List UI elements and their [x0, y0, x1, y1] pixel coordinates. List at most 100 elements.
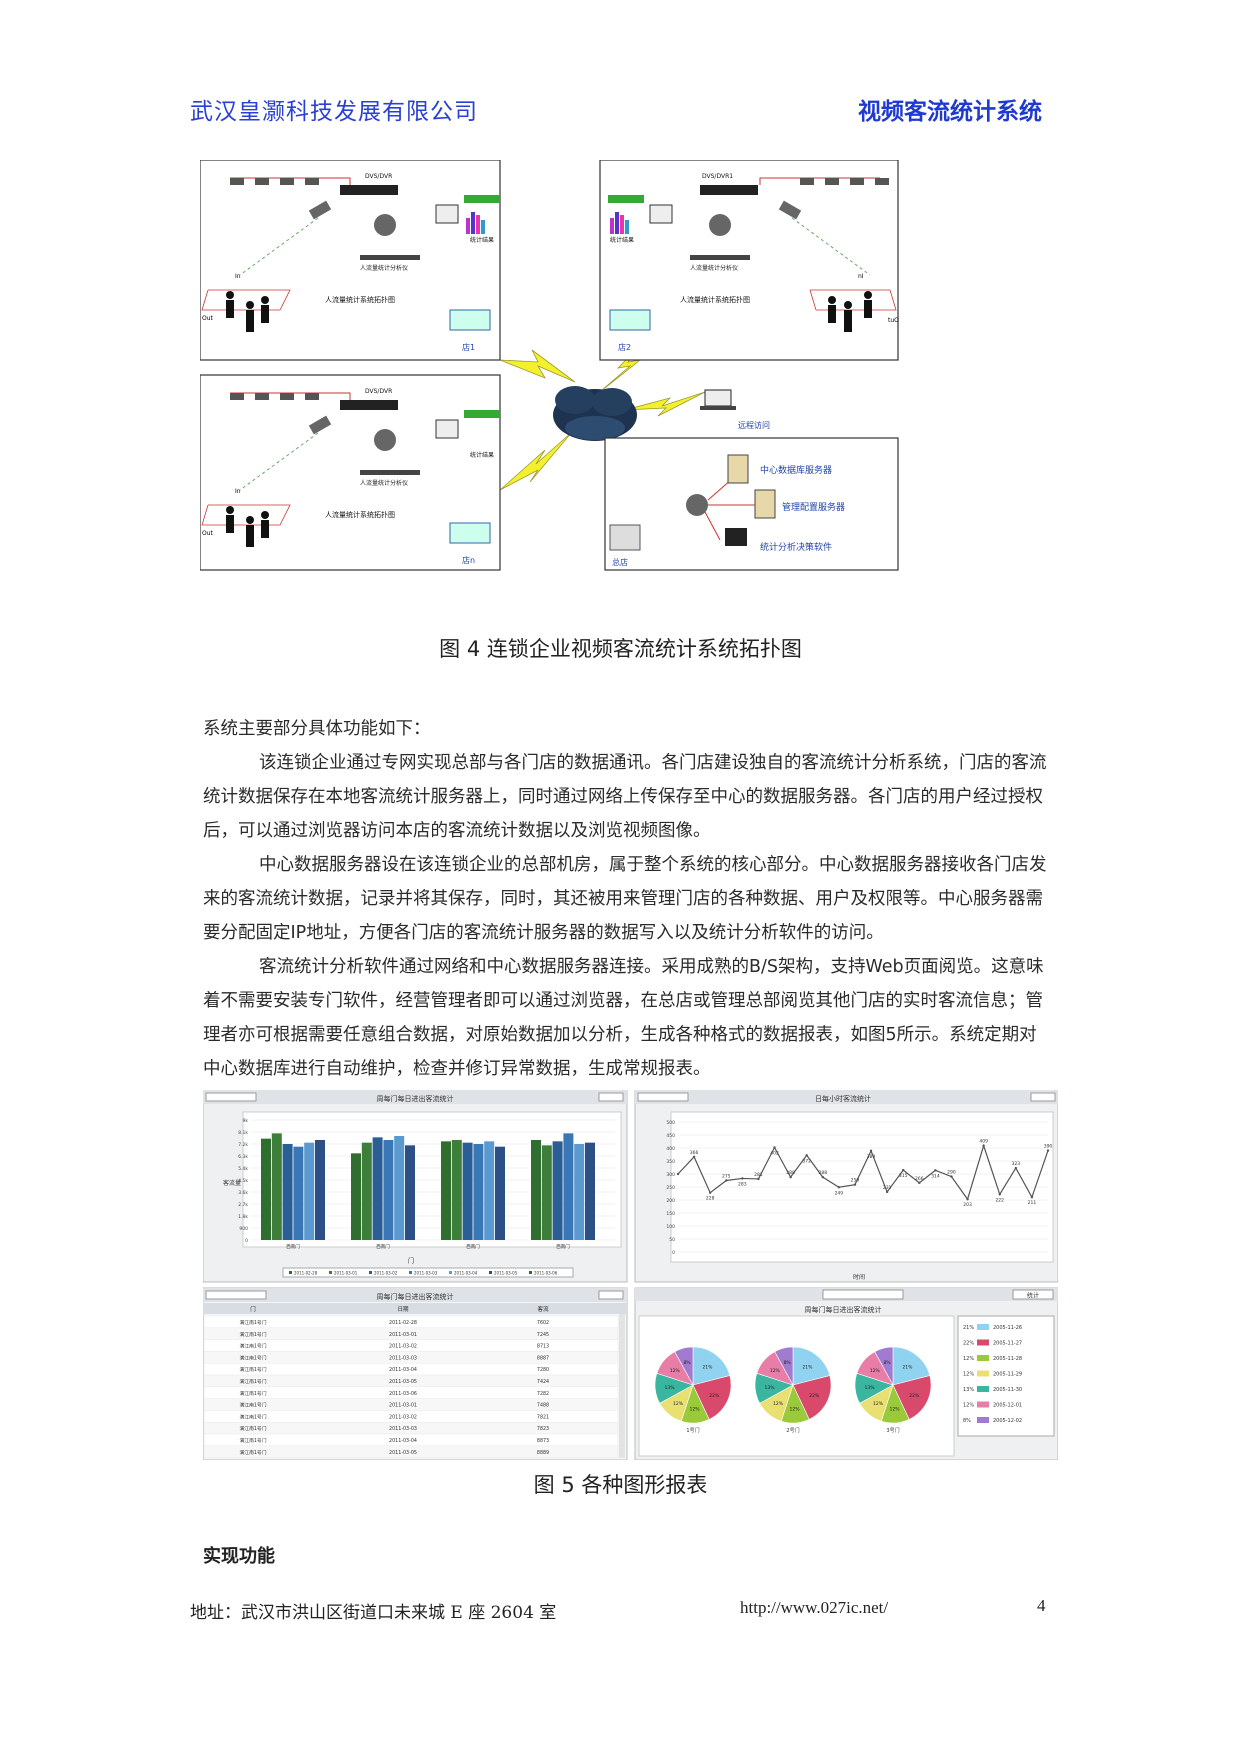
- line-point: [853, 1183, 857, 1186]
- pie-slice-label: 12%: [789, 1407, 800, 1413]
- line-point: [773, 1146, 776, 1149]
- topology-diagram: DVS/DVR 人流量统计分析仪 统计结果 In Out 人流量统计系统拓扑图 …: [200, 160, 899, 571]
- table-cell: 满江南1号门: [239, 1354, 266, 1361]
- bar-report-panel: 周每门每日进出客流统计 客流量 门 9k8.1k7.2k6.3k5.4k4.5k…: [203, 1090, 628, 1283]
- legend-swatch: [449, 1271, 452, 1274]
- svg-text:人流量统计系统拓扑图: 人流量统计系统拓扑图: [325, 295, 395, 304]
- pie-slice-label: 21%: [902, 1364, 913, 1370]
- table-header: 日期: [397, 1306, 409, 1313]
- table-cell: 7602: [537, 1320, 549, 1326]
- pie-legend-date: 2005-11-28: [993, 1356, 1022, 1362]
- line-report-title: 日每小时客流统计: [815, 1094, 871, 1103]
- company-name: 武汉皇灏科技发展有限公司: [190, 99, 478, 125]
- table-cell: 满江南1号门: [239, 1425, 266, 1432]
- line-point: [1030, 1195, 1034, 1199]
- svg-text:DVS/DVR1: DVS/DVR1: [702, 173, 733, 180]
- pie-name: 1号门: [686, 1427, 699, 1434]
- line-point: [789, 1175, 792, 1179]
- bar-report-ylabel: 客流量: [223, 1179, 241, 1187]
- line-data-label: 314: [931, 1173, 940, 1179]
- table-report-options: [598, 1290, 624, 1300]
- line-ytick: 50: [669, 1237, 675, 1243]
- bar: [293, 1146, 304, 1240]
- pie-report-title: 周每门每日进出客流统计: [805, 1305, 882, 1314]
- line-series: [677, 1143, 1049, 1201]
- svg-text:店n: 店n: [462, 555, 475, 565]
- product-name: 视频客流统计系统: [858, 99, 1042, 125]
- line-data-label: 323: [1012, 1161, 1021, 1167]
- bar: [552, 1141, 563, 1240]
- pie-legend-date: 2005-11-29: [993, 1372, 1022, 1378]
- line-point: [676, 1172, 680, 1176]
- line-point: [757, 1177, 760, 1181]
- line-ytick: 450: [666, 1133, 675, 1139]
- bar: [394, 1136, 405, 1240]
- table-cell: 满江南1号门: [239, 1413, 266, 1420]
- line-ytick: 150: [666, 1211, 675, 1217]
- line-ytick: 500: [666, 1120, 675, 1126]
- legend-swatch: [489, 1271, 492, 1274]
- line-report-options: [1030, 1092, 1056, 1102]
- svg-text:人流量统计分析仪: 人流量统计分析仪: [360, 479, 408, 487]
- bar: [261, 1138, 271, 1240]
- svg-text:统计结果: 统计结果: [610, 236, 634, 244]
- legend-swatch: [529, 1271, 532, 1274]
- pie-slice-label: 8%: [784, 1360, 792, 1366]
- bar: [405, 1145, 415, 1240]
- line-data-label: 259: [851, 1178, 860, 1184]
- table-header: 门: [250, 1305, 256, 1313]
- table-cell: 2011-03-05: [389, 1450, 417, 1456]
- remote-access: 远程访问: [700, 389, 770, 430]
- svg-text:nI: nI: [858, 273, 864, 280]
- report-screenshots: 周每门每日进出客流统计 客流量 门 9k8.1k7.2k6.3k5.4k4.5k…: [203, 1090, 1058, 1460]
- line-data-label: 275: [722, 1174, 731, 1180]
- legend-swatch: [409, 1271, 412, 1274]
- store-n-panel: DVS/DVR 人流量统计分析仪 统计结果 In Out 人流量统计系统拓扑图 …: [200, 374, 501, 571]
- bar-ytick: 7.2k: [238, 1142, 248, 1148]
- line-data-label: 249: [835, 1190, 844, 1196]
- bar: [383, 1140, 394, 1240]
- legend-swatch: [369, 1271, 372, 1274]
- line-ytick: 100: [666, 1224, 675, 1230]
- svg-text:DVS/DVR: DVS/DVR: [365, 388, 392, 395]
- legend-swatch: [289, 1271, 292, 1274]
- bar-report-options: [598, 1092, 624, 1102]
- table-scrollbar: [619, 1314, 625, 1458]
- bar: [495, 1146, 505, 1240]
- figure-4-caption: 图 4 连锁企业视频客流统计系统拓扑图: [439, 637, 802, 661]
- lightning-bolt: [624, 391, 706, 417]
- pie-legend-swatch: [977, 1370, 989, 1377]
- pie-legend-date: 2005-12-02: [993, 1418, 1022, 1424]
- table-cell: 2011-03-01: [389, 1332, 417, 1338]
- pie-legend-swatch: [977, 1324, 989, 1330]
- line-ytick: 200: [666, 1198, 675, 1204]
- bar-ytick: 6.3k: [238, 1154, 248, 1160]
- line-data-label: 409: [979, 1139, 988, 1145]
- pie-legend-pct: 21%: [963, 1325, 974, 1331]
- table-cell: 2011-03-02: [389, 1344, 417, 1350]
- bar-ytick: 5.4k: [238, 1166, 248, 1172]
- pie-legend-swatch: [977, 1339, 989, 1346]
- line-point: [821, 1175, 824, 1179]
- pie-slice-label: 8%: [884, 1360, 892, 1366]
- line-data-label: 231: [883, 1185, 892, 1191]
- pie-slice-label: 12%: [670, 1368, 681, 1374]
- line-data-label: 366: [690, 1150, 699, 1156]
- svg-text:管理配置服务器: 管理配置服务器: [782, 501, 845, 513]
- svg-text:In: In: [235, 273, 241, 280]
- table-cell: 2011-02-28: [389, 1320, 417, 1326]
- line-data-label: 402: [770, 1150, 779, 1156]
- pie-slice-label: 12%: [870, 1368, 881, 1374]
- legend-entry: 2011-02-28: [294, 1271, 318, 1276]
- table-cell: 满江南1号门: [239, 1319, 266, 1326]
- table-cell: 8873: [537, 1438, 549, 1444]
- line-data-label: 266: [915, 1176, 924, 1182]
- pie-slice-label: 22%: [709, 1393, 720, 1399]
- bar-report-title: 周每门每日进出客流统计: [377, 1094, 454, 1103]
- table-cell: 满江南1号门: [239, 1402, 266, 1409]
- legend-entry: 2011-03-02: [374, 1271, 398, 1276]
- footer-url[interactable]: http://www.027ic.net/: [740, 1598, 889, 1617]
- bar-ytick: 0: [245, 1238, 248, 1244]
- pie-slice-label: 12%: [770, 1368, 781, 1374]
